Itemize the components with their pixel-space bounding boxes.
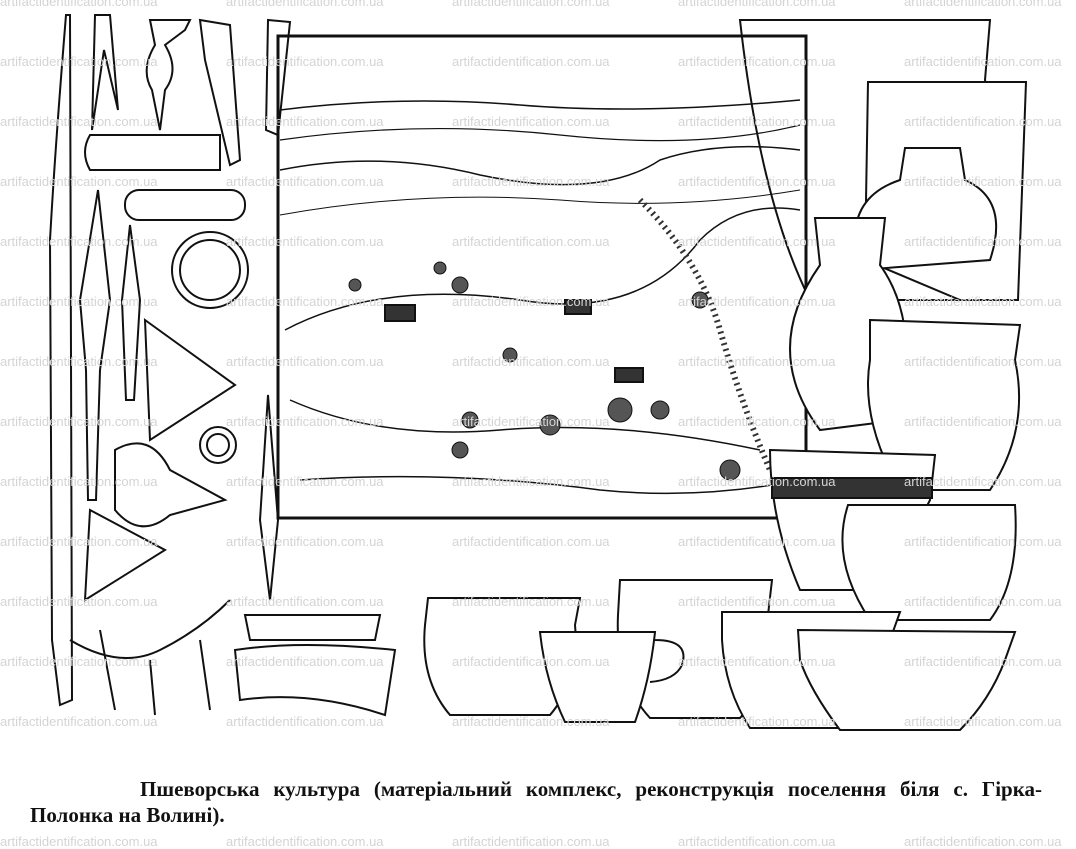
metal-artifacts	[48, 14, 397, 717]
pottery	[423, 19, 1028, 731]
watermark-text: artifactidentification.com.ua	[904, 834, 1062, 849]
figure-illustration	[48, 14, 1028, 731]
watermark-text: artifactidentification.com.ua	[452, 834, 610, 849]
watermark-text: artifactidentification.com.ua	[0, 834, 158, 849]
figure-caption: Пшеворська культура (матеріальний компле…	[30, 777, 1042, 827]
watermark-text: artifactidentification.com.ua	[678, 834, 836, 849]
settlement-reconstruction-landscape	[276, 34, 808, 520]
watermark-text: artifactidentification.com.ua	[226, 834, 384, 849]
